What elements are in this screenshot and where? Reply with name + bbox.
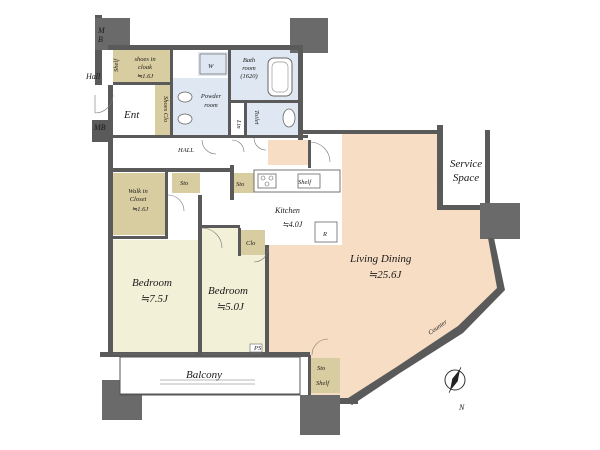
refrigerator-label: R xyxy=(322,231,327,238)
sink-2 xyxy=(177,113,193,125)
kitchen-sink xyxy=(297,173,321,189)
shoes-clo-floor xyxy=(155,83,171,135)
clo-floor xyxy=(240,230,265,255)
ps-box xyxy=(249,343,263,353)
walk-in-closet-size: ≒1.6J xyxy=(132,206,150,213)
kitchen-counter xyxy=(253,169,341,193)
bedroom-2-floor xyxy=(200,228,265,352)
stove xyxy=(257,173,277,189)
sto-1-floor xyxy=(172,173,200,193)
kitchen-shelf-label: Shelf xyxy=(298,179,312,186)
compass-n-label: N xyxy=(458,403,465,412)
washer-label: W xyxy=(208,63,214,70)
bedroom-2-size: ≒5.0J xyxy=(216,301,245,313)
sto-3-label: Sto xyxy=(317,365,326,372)
living-dining-label: Living Dining xyxy=(349,253,412,265)
lin-label: Lin xyxy=(235,119,242,129)
sto-3-floor xyxy=(310,358,340,393)
balcony-label: Balcony xyxy=(186,369,222,381)
compass-icon xyxy=(444,367,466,393)
bathtub xyxy=(267,57,293,97)
bedroom-1-floor xyxy=(113,240,200,352)
pillar-bottom xyxy=(300,395,340,435)
sink-1 xyxy=(177,91,193,103)
bedroom-1-size: ≒7.5J xyxy=(140,293,169,305)
shoes-cloak-floor xyxy=(113,50,171,83)
balcony-shelf-label: Shelf xyxy=(316,380,330,387)
sto-2-label: Sto xyxy=(236,181,245,188)
washer xyxy=(199,53,227,75)
shoes-clo-label: Shoes Clo xyxy=(162,96,169,123)
living-dining-size: ≒25.6J xyxy=(368,269,402,281)
toilet-label: Toilet xyxy=(253,110,260,125)
balcony-area xyxy=(119,356,301,396)
sto-2-floor xyxy=(232,173,254,193)
bedroom-2-label: Bedroom xyxy=(208,285,248,297)
ent-label: Ent xyxy=(123,109,140,121)
toilet-bowl xyxy=(282,108,296,128)
kitchen-label: Kitchen xyxy=(274,206,300,215)
shelf-label: Shelf xyxy=(113,58,120,72)
shoes-cloak-size: ≒1.6J xyxy=(137,73,155,80)
ps-label: PS xyxy=(253,345,262,352)
pillar-right xyxy=(480,203,520,239)
clo-label: Clo xyxy=(246,240,256,247)
hall-mid-label: HALL xyxy=(177,147,194,154)
bedroom-1-label: Bedroom xyxy=(132,277,172,289)
kitchen-size: ≒4.0J xyxy=(282,220,303,229)
refrigerator xyxy=(314,221,338,243)
mb-bottom-label: MB xyxy=(93,123,106,132)
powder-room-floor xyxy=(172,78,229,135)
washer-floor xyxy=(198,52,228,76)
sto-1-label: Sto xyxy=(180,180,189,187)
hall-top-label: Hall xyxy=(85,72,101,81)
pillar-top-left xyxy=(95,18,130,50)
walk-in-closet-floor xyxy=(113,173,165,235)
